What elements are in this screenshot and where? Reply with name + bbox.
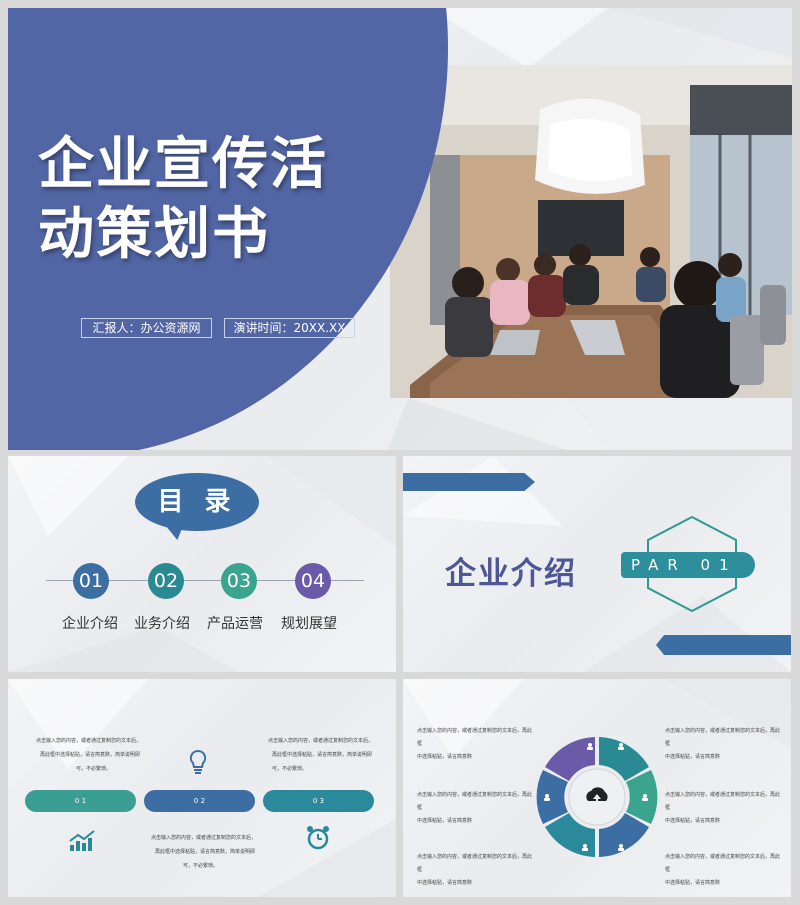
user-icon (642, 794, 648, 801)
toc-label-4: 规划展望 (281, 616, 337, 632)
toc-label-1: 企业介绍 (62, 616, 118, 632)
text-line: 中选择粘贴，请言简意赅 (665, 818, 721, 824)
user-icon (618, 844, 624, 851)
growth-chart-icon (69, 830, 95, 851)
title-line-2: 动策划书 (38, 202, 270, 267)
reporter-tag: 汇报人：办公资源网 (81, 318, 212, 338)
slide-1-thumbnail[interactable]: 企业宣传活 动策划书 汇报人：办公资源网 演讲时间：20XX.XX (8, 8, 792, 450)
text-line: 中选择粘贴，请言简意赅 (417, 818, 473, 824)
text-block-left-2: 点击输入您的内容，或者通过复制您的文本后，再此框 中选择粘贴，请言简意赅 (417, 789, 532, 828)
text-line: 中选择粘贴，请言简意赅 (417, 880, 473, 886)
slide-4-thumbnail[interactable]: 点击输入您的内容，或者通过复制您的文本后， 再此框中选择粘贴，请言简意赅，简单说… (8, 679, 396, 897)
main-title: 企业宣传活 动策划书 (38, 130, 418, 270)
toc-label-2: 业务介绍 (134, 616, 190, 632)
text-block-right-1: 点击输入您的内容，或者通过复制您的文本后，再此框 中选择粘贴，请言简意赅 (665, 725, 780, 764)
title-line-1: 企业宣传活 (38, 132, 328, 197)
ring-segment-6 (545, 737, 595, 781)
text-line: 中选择粘贴，请言简意赅 (665, 754, 721, 760)
text-line: 点击输入您的内容，或者通过复制您的文本后，再此框 (417, 792, 533, 811)
user-icon (618, 743, 624, 750)
alarm-clock-icon (307, 826, 329, 850)
ring-segment-2 (626, 770, 658, 824)
text-block-right-2: 点击输入您的内容，或者通过复制您的文本后，再此框 中选择粘贴，请言简意赅 (665, 789, 780, 828)
slide-3-thumbnail[interactable]: 企业介绍 PAR 01 (403, 456, 791, 672)
ring-segment-3 (599, 813, 649, 857)
text-block-2: 点击输入您的内容，或者通过复制您的文本后， 再此框中选择粘贴，请言简意赅，简单说… (151, 831, 261, 873)
text-line: 点击输入您的内容，或者通过复制您的文本后， (268, 738, 374, 744)
text-block-1: 点击输入您的内容，或者通过复制您的文本后， 再此框中选择粘贴，请言简意赅，简单说… (36, 734, 146, 776)
text-line: 点击输入您的内容，或者通过复制您的文本后，再此框 (665, 854, 781, 873)
slide-5-thumbnail[interactable]: 点击输入您的内容，或者通过复制您的文本后，再此框 中选择粘贴，请言简意赅 点击输… (403, 679, 791, 897)
ring-segment-5 (536, 770, 568, 824)
toc-number-2: 02 (148, 563, 184, 599)
toc-number-3: 03 (221, 563, 257, 599)
segmented-ring-diagram (536, 737, 658, 857)
part-label: PAR 01 (621, 552, 755, 578)
text-line: 再此框中选择粘贴，请言简意赅，简单说明即 (272, 752, 373, 758)
hexagon-outline (647, 515, 737, 613)
text-line: 中选择粘贴，请言简意赅 (417, 754, 473, 760)
text-block-3: 点击输入您的内容，或者通过复制您的文本后， 再此框中选择粘贴，请言简意赅，简单说… (268, 734, 378, 776)
slide-2-thumbnail[interactable]: 目 录 01 02 03 04 企业介绍 业务介绍 产品运营 规划展望 (8, 456, 396, 672)
toc-label-3: 产品运营 (207, 616, 263, 632)
text-line: 可，不必繁琐。 (76, 766, 112, 772)
text-block-left-1: 点击输入您的内容，或者通过复制您的文本后，再此框 中选择粘贴，请言简意赅 (417, 725, 532, 764)
text-line: 点击输入您的内容，或者通过复制您的文本后，再此框 (665, 728, 781, 747)
toc-title-bubble: 目 录 (135, 473, 259, 531)
polygon-background (403, 679, 791, 759)
text-line: 点击输入您的内容，或者通过复制您的文本后，再此框 (665, 792, 781, 811)
user-icon (544, 794, 550, 801)
text-line: 可，不必繁琐。 (272, 766, 308, 772)
polygon-background (8, 456, 396, 672)
text-line: 再此框中选择粘贴，请言简意赅，简单说明即 (155, 849, 256, 855)
step-pill-1: 0 1 (25, 790, 136, 812)
text-line: 中选择粘贴，请言简意赅 (665, 880, 721, 886)
text-line: 点击输入您的内容，或者通过复制您的文本后，再此框 (417, 728, 533, 747)
meeting-photo (390, 65, 792, 398)
step-pill-2: 0 2 (144, 790, 255, 812)
section-heading: 企业介绍 (445, 556, 577, 592)
speech-time-tag: 演讲时间：20XX.XX (224, 318, 355, 338)
ring-segment-4 (545, 813, 595, 857)
step-pill-3: 0 3 (263, 790, 374, 812)
polygon-background (388, 8, 792, 450)
polygon-background (8, 679, 396, 897)
ring-segment-1 (599, 737, 649, 781)
user-icon (582, 844, 588, 851)
text-line: 点击输入您的内容，或者通过复制您的文本后， (36, 738, 142, 744)
text-line: 点击输入您的内容，或者通过复制您的文本后， (151, 835, 257, 841)
text-line: 点击输入您的内容，或者通过复制您的文本后，再此框 (417, 854, 533, 873)
lightbulb-icon (189, 749, 207, 774)
user-icon (587, 743, 593, 750)
toc-number-1: 01 (73, 563, 109, 599)
toc-number-4: 04 (295, 563, 331, 599)
top-accent-bar (403, 473, 535, 491)
text-line: 再此框中选择粘贴，请言简意赅，简单说明即 (40, 752, 141, 758)
text-block-right-3: 点击输入您的内容，或者通过复制您的文本后，再此框 中选择粘贴，请言简意赅 (665, 851, 780, 890)
text-line: 可，不必繁琐。 (183, 863, 219, 869)
bottom-accent-bar (656, 635, 791, 655)
timeline-line (46, 580, 364, 581)
text-block-left-3: 点击输入您的内容，或者通过复制您的文本后，再此框 中选择粘贴，请言简意赅 (417, 851, 532, 890)
